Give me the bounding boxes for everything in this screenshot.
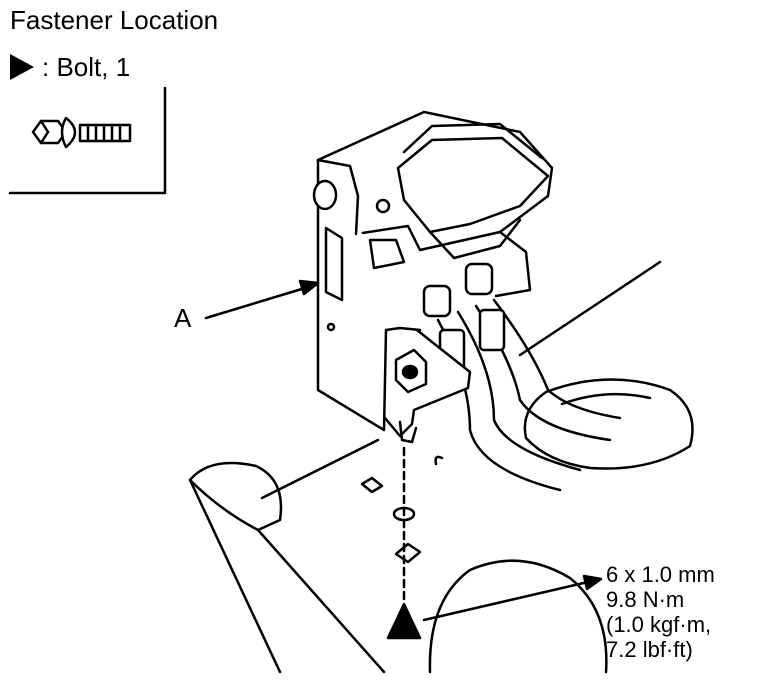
- leader-a: [204, 279, 320, 320]
- bracket-a: [312, 110, 554, 444]
- callout-label-a: A: [174, 303, 192, 333]
- torque-spec: 6 x 1.0 mm 9.8 N·m (1.0 kgf·m, 7.2 lbf·f…: [606, 562, 715, 662]
- bolt-drop-path: [360, 446, 444, 606]
- torque-nm: 9.8 N·m: [606, 587, 685, 612]
- console-floor-outline: [188, 260, 694, 674]
- bolt-icon: [31, 116, 132, 149]
- triangle-marker-icon: [10, 54, 34, 80]
- page-title: Fastener Location: [10, 5, 219, 35]
- torque-kgfm: (1.0 kgf·m,: [606, 612, 712, 637]
- bolt-inset-frame: [8, 86, 167, 195]
- cable-hoses: [422, 262, 622, 492]
- torque-size: 6 x 1.0 mm: [606, 562, 715, 587]
- legend-text: : Bolt, 1: [42, 52, 131, 82]
- legend: : Bolt, 1: [10, 52, 130, 82]
- torque-lbfft: 7.2 lbf·ft): [606, 637, 693, 662]
- leader-torque: [422, 574, 603, 622]
- bolt-location-marker-icon: [386, 602, 422, 640]
